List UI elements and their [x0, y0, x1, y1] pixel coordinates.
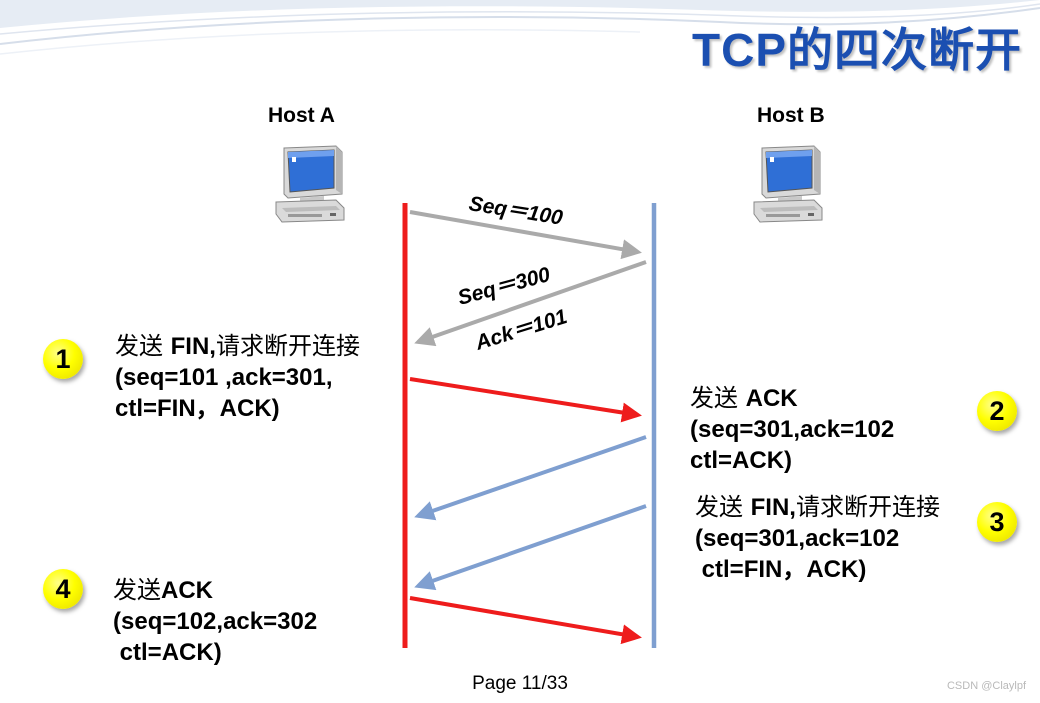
- step-3-text: 发送 FIN,请求断开连接 (seq=301,ack=102 ctl=FIN，A…: [695, 492, 940, 585]
- step-3-line-1: 发送 FIN,请求断开连接: [695, 493, 940, 521]
- label-seq300: Seq＝300: [455, 263, 553, 310]
- arrow-step4-ack: [409, 596, 642, 645]
- step-badge-2: 2: [977, 391, 1017, 431]
- step-4-line-2: (seq=102,ack=302: [113, 608, 318, 635]
- step-3-line-2: (seq=301,ack=102: [695, 525, 900, 552]
- step-3-line-3: ctl=FIN，ACK): [695, 556, 867, 583]
- step-4-text: 发送ACK (seq=102,ack=302 ctl=ACK): [113, 575, 317, 668]
- step-1-text: 发送 FIN,请求断开连接 (seq=101 ,ack=301, ctl=FIN…: [115, 331, 360, 424]
- host-b-label: Host B: [757, 104, 825, 127]
- watermark: CSDN @Claylpf: [946, 680, 1026, 692]
- arrow-step2-ack: [414, 435, 647, 521]
- slide-title: TCP的四次断开: [692, 24, 1022, 76]
- step-4-line-3: ctl=ACK): [113, 639, 222, 666]
- arrow-step3-fin: [414, 504, 647, 591]
- step-2-line-3: ctl=ACK): [690, 447, 793, 474]
- step-1-line-2: (seq=101 ,ack=301,: [115, 364, 333, 391]
- step-4-line-1: 发送ACK: [113, 576, 213, 604]
- step-2-text: 发送 ACK (seq=301,ack=102 ctl=ACK): [690, 383, 894, 476]
- step-badge-3: 3: [977, 502, 1017, 542]
- host-a-label: Host A: [268, 104, 335, 127]
- computer-icon: [275, 145, 345, 223]
- step-2-line-1: 发送 ACK: [690, 384, 798, 412]
- step-1-line-1: 发送 FIN,请求断开连接: [115, 332, 360, 360]
- page-number: Page 11/33: [472, 673, 568, 694]
- step-1-line-3: ctl=FIN，ACK): [115, 395, 280, 422]
- step-badge-1: 1: [43, 339, 83, 379]
- arrow-seq100: [409, 210, 642, 260]
- step-2-line-2: (seq=301,ack=102: [690, 416, 895, 443]
- label-ack101: Ack＝101: [472, 305, 570, 355]
- step-badge-4: 4: [43, 569, 83, 609]
- computer-icon: [753, 145, 823, 223]
- arrow-step1-fin: [409, 377, 642, 423]
- arrow-seq300-ack101: [414, 260, 647, 347]
